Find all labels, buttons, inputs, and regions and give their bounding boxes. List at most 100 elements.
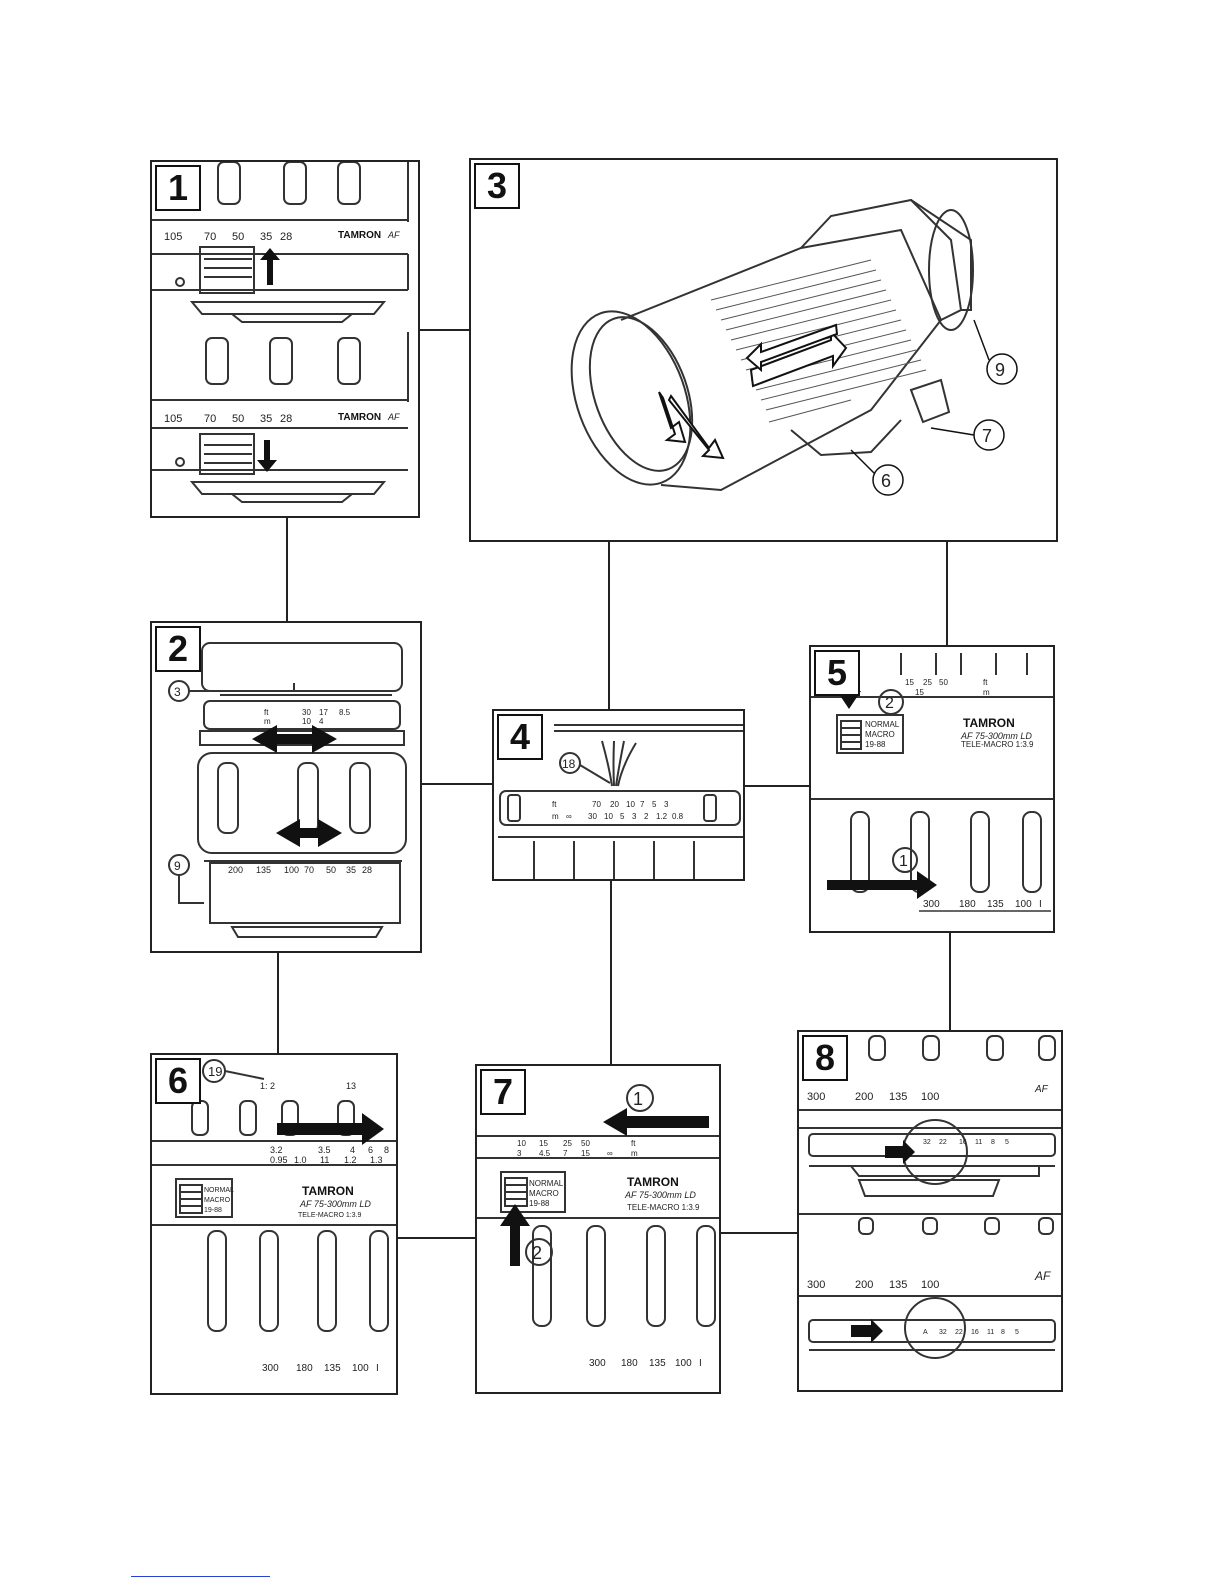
lens-perspective-illustration: 9 7 6 — [570, 198, 1018, 496]
focal-300-b: 300 — [807, 1279, 825, 1291]
dist-7: 7 — [563, 1149, 568, 1158]
panel-7: 7 1 2 10 15 25 50 ft 3 4.5 7 15 ∞ m — [475, 1064, 721, 1394]
panel-1: 1 105 70 50 35 28 TAMRON AF — [150, 160, 420, 518]
switch-range: 19-88 — [865, 740, 886, 749]
dist-25: 25 — [563, 1139, 572, 1148]
af-label: AF — [387, 230, 400, 240]
panel-number: 7 — [480, 1069, 526, 1115]
ap-16-b: 16 — [971, 1329, 979, 1336]
brand-label: TAMRON — [627, 1175, 679, 1189]
callout-1: 1 — [899, 853, 908, 870]
m-label: m — [552, 812, 559, 821]
af-label: AF — [1034, 1084, 1049, 1095]
tele-macro-label: TELE-MACRO 1:3.9 — [627, 1203, 700, 1212]
focal-100-b: 100 — [921, 1279, 939, 1291]
dist-15m: 15 — [581, 1149, 590, 1158]
switch-normal: NORMAL — [865, 720, 900, 729]
focal-135: 135 — [256, 865, 271, 875]
panel-number: 2 — [155, 626, 201, 672]
focal-180: 180 — [296, 1363, 313, 1374]
m-1-2: 1.2 — [656, 812, 668, 821]
focal-35: 35 — [346, 865, 356, 875]
focal-35-b: 35 — [260, 413, 272, 425]
focal-50: 50 — [232, 231, 244, 243]
panel-8: 8 300 200 135 100 300 200 135 — [797, 1030, 1063, 1392]
switch-macro: MACRO — [865, 730, 895, 739]
m-0-8: 0.8 — [672, 812, 684, 821]
focal-100: 100 — [284, 865, 299, 875]
macro-release-illustration: 1 2 10 15 25 50 ft 3 4.5 7 15 ∞ m NORMAL… — [477, 1084, 719, 1369]
mark-3-5: 3.5 — [318, 1145, 331, 1155]
panel-number: 8 — [802, 1035, 848, 1081]
focal-35: 35 — [260, 231, 272, 243]
lens-mode-switch-illustration: 105 70 50 35 28 TAMRON AF 105 70 50 — [152, 162, 409, 503]
footer-link-underline — [131, 1576, 270, 1577]
mark-0-95: 0.95 — [270, 1155, 288, 1165]
dist-inf: ∞ — [607, 1149, 613, 1158]
switch-macro: MACRO — [529, 1189, 559, 1198]
focal-100: 100 — [1015, 899, 1032, 910]
af-label-b: AF — [387, 412, 400, 422]
mark-1-0: 1.0 — [294, 1155, 307, 1165]
ap-16: 16 — [959, 1139, 967, 1146]
mark-1-3: 1.3 — [370, 1155, 383, 1165]
af-label-b: AF — [1034, 1269, 1051, 1283]
focal-70-b: 70 — [204, 413, 216, 425]
ft-5: 5 — [652, 800, 657, 809]
distance-scale-illustration: 18 ft 70 20 10 7 5 3 m ∞ 30 10 5 3 2 1.2… — [498, 724, 743, 879]
focal-I: I — [699, 1358, 702, 1369]
focal-50-b: 50 — [232, 413, 244, 425]
dist-15m: 15 — [915, 688, 924, 697]
mark-4: 4 — [319, 717, 324, 726]
dist-25: 25 — [923, 678, 932, 687]
ap-8: 8 — [991, 1139, 995, 1146]
ft-3: 3 — [664, 800, 669, 809]
m-10: 10 — [604, 812, 613, 821]
callout-9: 9 — [995, 360, 1005, 380]
focal-I: I — [376, 1363, 379, 1374]
mark-30: 30 — [302, 708, 311, 717]
mark-8: 8 — [384, 1145, 389, 1155]
ft-label: ft — [552, 800, 557, 809]
focal-70: 70 — [204, 231, 216, 243]
callout-2: 2 — [532, 1243, 542, 1263]
callout-6: 6 — [881, 471, 891, 491]
dist-15: 15 — [539, 1139, 548, 1148]
mark-17: 17 — [319, 708, 328, 717]
callout-3: 3 — [174, 685, 181, 699]
panel-number: 1 — [155, 165, 201, 211]
aperture-ring-illustration: 300 200 135 100 300 200 135 100 AF AF 32… — [799, 1035, 1061, 1359]
ap-A: A — [923, 1329, 928, 1336]
m-inf: ∞ — [566, 812, 572, 821]
ratio-13: 13 — [346, 1081, 356, 1091]
focal-200-b: 200 — [855, 1279, 873, 1291]
focal-28-b: 28 — [280, 413, 292, 425]
ft-10: 10 — [626, 800, 635, 809]
focal-100: 100 — [921, 1091, 939, 1103]
magnification-scale-illustration: 19 1: 2 13 3.2 3.5 4 6 8 0.95 1.0 11 1.2… — [152, 1059, 396, 1374]
model-label: AF 75-300mm LD — [624, 1190, 696, 1200]
ap-32: 32 — [923, 1139, 931, 1146]
dist-4-5: 4.5 — [539, 1149, 551, 1158]
mark-3-2: 3.2 — [270, 1145, 283, 1155]
focal-200: 200 — [855, 1091, 873, 1103]
m-5: 5 — [620, 812, 625, 821]
panel-4: 4 18 ft 70 20 10 7 5 3 m ∞ 30 10 5 3 2 — [492, 709, 745, 881]
focal-135-b: 135 — [889, 1279, 907, 1291]
panel-number: 5 — [814, 650, 860, 696]
focal-200: 200 — [228, 865, 243, 875]
focal-135: 135 — [649, 1358, 666, 1369]
callout-9: 9 — [174, 859, 181, 873]
panel-3: 3 — [469, 158, 1058, 542]
brand-label: TAMRON — [963, 716, 1015, 730]
ap-5: 5 — [1005, 1139, 1009, 1146]
focal-105-b: 105 — [164, 413, 182, 425]
focal-180: 180 — [959, 899, 976, 910]
mark-10: 10 — [302, 717, 311, 726]
model-label: AF 75-300mm LD — [299, 1199, 371, 1209]
focal-135: 135 — [889, 1091, 907, 1103]
switch-macro: MACRO — [204, 1197, 231, 1204]
m-30: 30 — [588, 812, 597, 821]
switch-range: 19-88 — [204, 1207, 222, 1214]
